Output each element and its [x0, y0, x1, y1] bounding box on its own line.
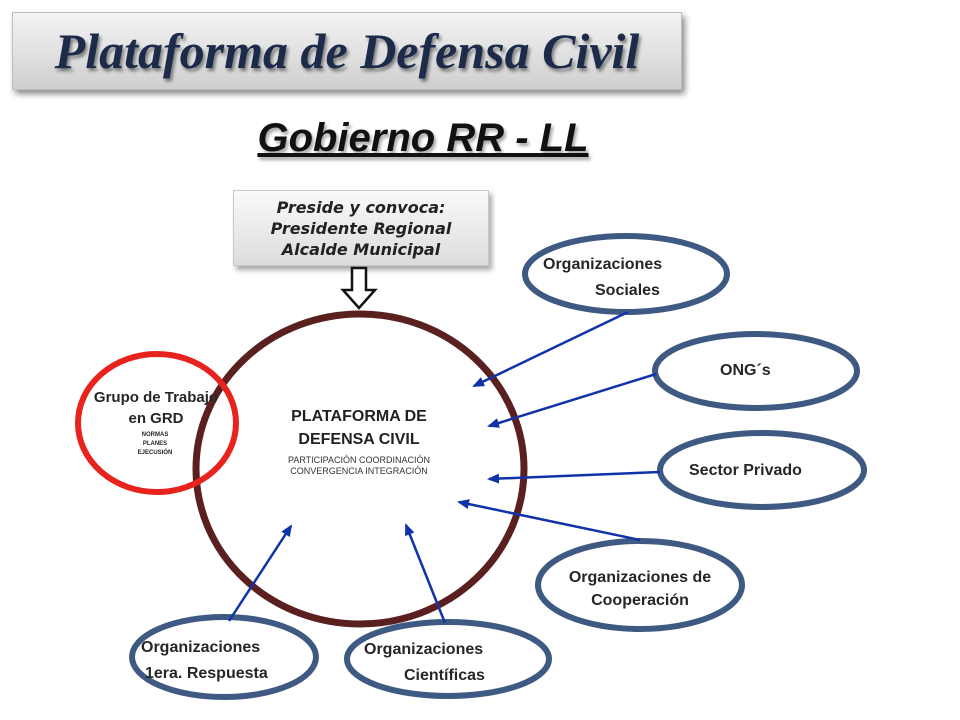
- grupo-item: NORMAS: [141, 432, 169, 438]
- node-org-cientificas: [344, 619, 552, 699]
- arrow-sociales: [472, 310, 629, 388]
- label-sector-privado: Sector Privado: [689, 461, 802, 481]
- arrow-sector-privado: [487, 470, 661, 484]
- node-org-respuesta: [129, 614, 319, 700]
- arrow-cientificas: [404, 523, 447, 624]
- center-subtitle-line: CONVERGENCIA INTEGRACIÓN: [290, 466, 428, 476]
- node-label-line: Cooperación: [591, 592, 689, 609]
- node-label-line: Sector Privado: [689, 462, 802, 479]
- grupo-item: EJECUSIÓN: [137, 450, 173, 456]
- node-label-line: Organizaciones de: [568, 569, 712, 586]
- center-title-line: PLATAFORMA DE: [291, 408, 427, 425]
- node-label-line: 1era. Respuesta: [145, 665, 268, 682]
- center-subtitle: PARTICIPACIÓN COORDINACIÓN CONVERGENCIA …: [234, 455, 484, 477]
- center-subtitle-line: PARTICIPACIÓN COORDINACIÓN: [287, 455, 430, 465]
- preside-box: Preside y convoca: Presidente Regional A…: [233, 190, 489, 266]
- node-label-line: Organizaciones: [364, 641, 484, 658]
- arrow-ongs: [487, 372, 657, 428]
- page-subtitle: Gobierno RR - LL: [257, 116, 589, 160]
- down-arrow-icon: [340, 266, 378, 310]
- label-org-sociales: Organizaciones Sociales: [543, 252, 662, 304]
- preside-line: Alcalde Municipal: [281, 239, 441, 259]
- node-sector-privado: [657, 430, 867, 510]
- node-label-line: Organizaciones: [141, 639, 261, 656]
- central-ellipse: [192, 310, 528, 628]
- node-label-line: Organizaciones: [543, 256, 663, 273]
- arrow-respuesta: [227, 524, 293, 622]
- node-org-cooperacion: [535, 538, 745, 632]
- title-banner: Plataforma de Defensa Civil: [12, 12, 682, 90]
- grupo-items: NORMAS PLANES EJECUSIÓN: [105, 431, 205, 458]
- node-ongs: [652, 331, 860, 411]
- node-label-line: ONG´s: [720, 362, 771, 379]
- label-ongs: ONG´s: [720, 361, 771, 381]
- label-org-respuesta: Organizaciones 1era. Respuesta: [141, 635, 268, 687]
- preside-line: Preside y convoca:: [276, 197, 446, 217]
- arrow-cooperacion: [457, 499, 641, 542]
- label-org-cooperacion: Organizaciones de Cooperación: [540, 566, 740, 612]
- center-title: PLATAFORMA DE DEFENSA CIVIL: [234, 405, 484, 451]
- node-label-line: Sociales: [595, 282, 660, 299]
- center-title-line: DEFENSA CIVIL: [298, 431, 420, 448]
- node-label-line: Científicas: [404, 667, 485, 684]
- page-title: Plataforma de Defensa Civil: [54, 23, 640, 79]
- grupo-circle: [75, 351, 239, 495]
- grupo-item: PLANES: [142, 441, 168, 447]
- grupo-title: Grupo de Trabajo en GRD: [72, 387, 240, 429]
- grupo-title-line: en GRD: [128, 410, 184, 427]
- preside-line: Presidente Regional: [270, 218, 452, 238]
- grupo-title-line: Grupo de Trabajo: [93, 389, 219, 406]
- label-org-cientificas: Organizaciones Científicas: [364, 637, 485, 689]
